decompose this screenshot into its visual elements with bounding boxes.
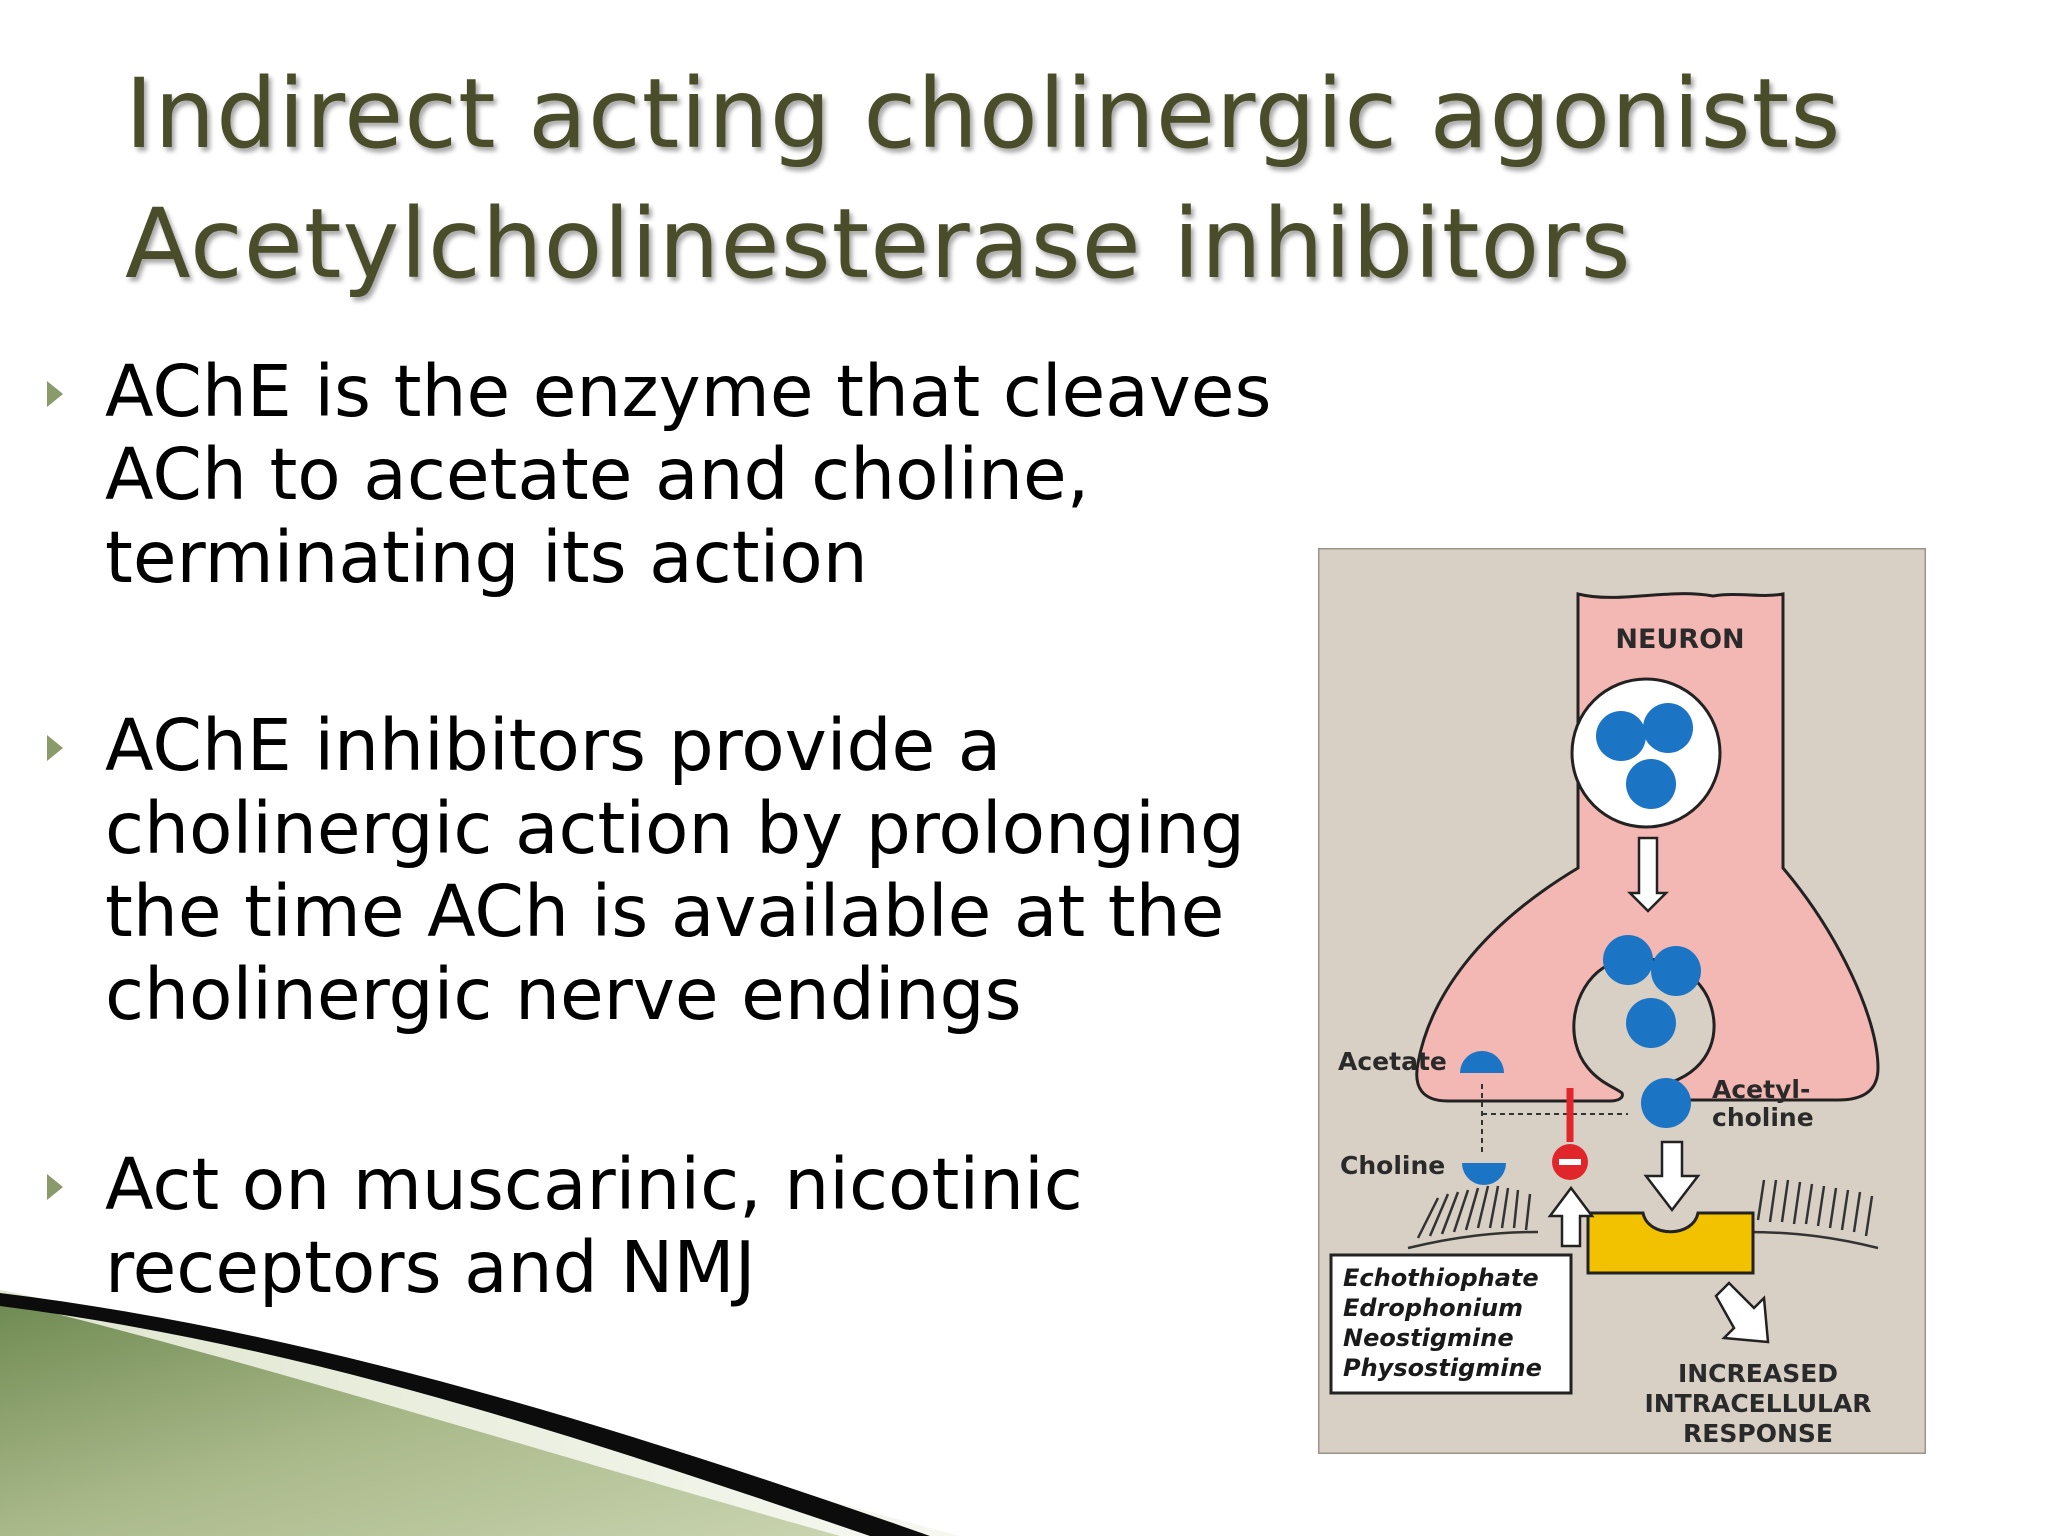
acetylcholine-molecule (1626, 998, 1676, 1048)
membrane-phospholipids (1416, 1179, 1874, 1239)
drug-name: Echothiophate (1343, 1264, 1539, 1292)
bullet-item: Act on muscarinic, nicotinic receptors a… (47, 1143, 1083, 1309)
bullet-text-line: ACh to acetate and choline, (105, 433, 1090, 516)
bullet-arrow-icon (47, 1174, 63, 1200)
acetylcholine-molecule (1641, 1078, 1691, 1128)
drug-name: Physostigmine (1343, 1354, 1542, 1382)
receptor (1586, 1211, 1755, 1275)
inhibition-minus-sign (1559, 1159, 1581, 1165)
bullet-text-line: cholinergic action by prolonging (105, 787, 1245, 870)
acetylcholine-label: Acetyl- (1712, 1075, 1810, 1104)
ach-binding-arrow-icon (1643, 1140, 1701, 1213)
bullet-item: AChE is the enzyme that cleaves ACh to a… (47, 350, 1272, 599)
bullet-text-line: Act on muscarinic, nicotinic (105, 1143, 1083, 1226)
bullet-text-line: receptors and NMJ (105, 1226, 756, 1309)
choline-half-molecule (1462, 1163, 1506, 1185)
acetylcholine-molecule (1643, 703, 1693, 753)
bullet-text-line: cholinergic nerve endings (105, 953, 1022, 1036)
acetylcholine-molecule (1596, 711, 1646, 761)
acetylcholine-label: choline (1712, 1103, 1814, 1132)
response-label: INTRACELLULAR (1644, 1389, 1871, 1418)
slide-title-line-2: Acetylcholinesterase inhibitors (125, 188, 1632, 300)
acetate-label: Acetate (1338, 1047, 1447, 1076)
acetylcholine-molecule (1626, 759, 1676, 809)
inhibitor-drug-box (1329, 1253, 1573, 1395)
inhibitor-pointer-arrow-icon (1547, 1185, 1595, 1248)
bullet-text-line: AChE inhibitors provide a (105, 704, 1002, 787)
choline-label: Choline (1340, 1151, 1445, 1180)
cholinergic-synapse-diagram: NEURON Acetate Choline Acetyl- choline E… (1318, 548, 1926, 1454)
response-arrow-icon (1714, 1281, 1770, 1344)
drug-name: Edrophonium (1343, 1294, 1523, 1322)
membrane-line (1407, 1230, 1879, 1250)
neuron-label: NEURON (1615, 624, 1744, 655)
acetate-half-molecule (1460, 1051, 1504, 1073)
bullet-text-line: AChE is the enzyme that cleaves (105, 350, 1272, 433)
bullet-text-line: terminating its action (105, 516, 868, 599)
bullet-arrow-icon (47, 735, 63, 761)
drug-name: Neostigmine (1343, 1324, 1514, 1352)
acetylcholine-molecule (1603, 935, 1653, 985)
response-label: INCREASED (1678, 1359, 1838, 1388)
response-label: RESPONSE (1683, 1419, 1833, 1448)
bullet-arrow-icon (47, 381, 63, 407)
acetylcholine-molecule (1651, 946, 1701, 996)
bullet-item: AChE inhibitors provide a cholinergic ac… (47, 704, 1245, 1036)
release-arrow-icon (1626, 836, 1670, 913)
slide-title-line-1: Indirect acting cholinergic agonists (125, 58, 1842, 170)
bullet-text-line: the time ACh is available at the (105, 870, 1225, 953)
